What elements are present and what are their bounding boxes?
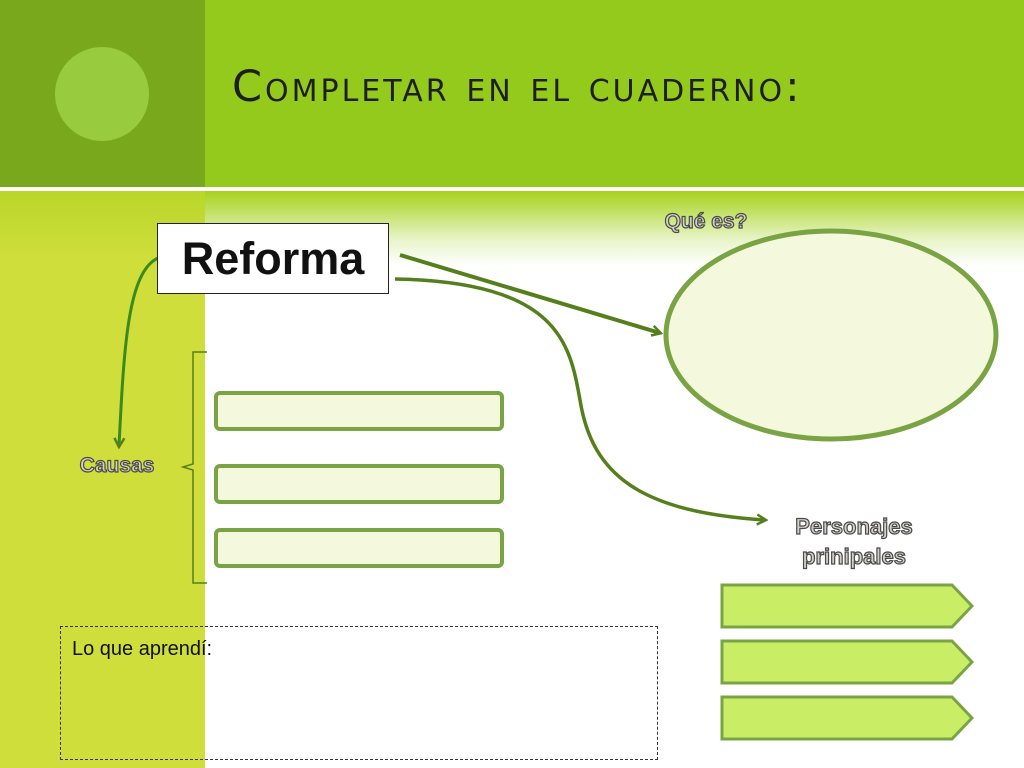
causas-bracket [180,351,207,584]
header-right-panel [205,0,1024,187]
personajes-label: Personajes prinipales [768,512,940,572]
arrow-to-causas [119,256,159,446]
personaje-box[interactable] [720,695,975,741]
que-es-ellipse[interactable] [663,228,999,442]
slide-title: Completar en el cuaderno: [232,62,803,112]
decorative-circle [55,47,149,141]
cause-box[interactable] [214,391,504,431]
causas-label: Causas [79,453,155,477]
arrow-to-que-es [399,253,660,333]
arrow-to-personajes [394,277,765,520]
notes-box[interactable]: Lo que aprendí: [60,626,658,760]
reforma-label: Reforma [181,232,365,284]
cause-box[interactable] [214,464,504,504]
personajes-label-line2: prinipales [801,543,906,569]
personaje-box[interactable] [720,639,975,685]
notes-label: Lo que aprendí: [72,638,213,660]
header-divider [0,187,1024,191]
personajes-label-line1: Personajes [795,513,914,539]
reforma-box: Reforma [157,223,389,294]
que-es-label: Qué es? [664,209,748,233]
cause-box[interactable] [214,528,504,568]
personaje-box[interactable] [720,583,975,629]
